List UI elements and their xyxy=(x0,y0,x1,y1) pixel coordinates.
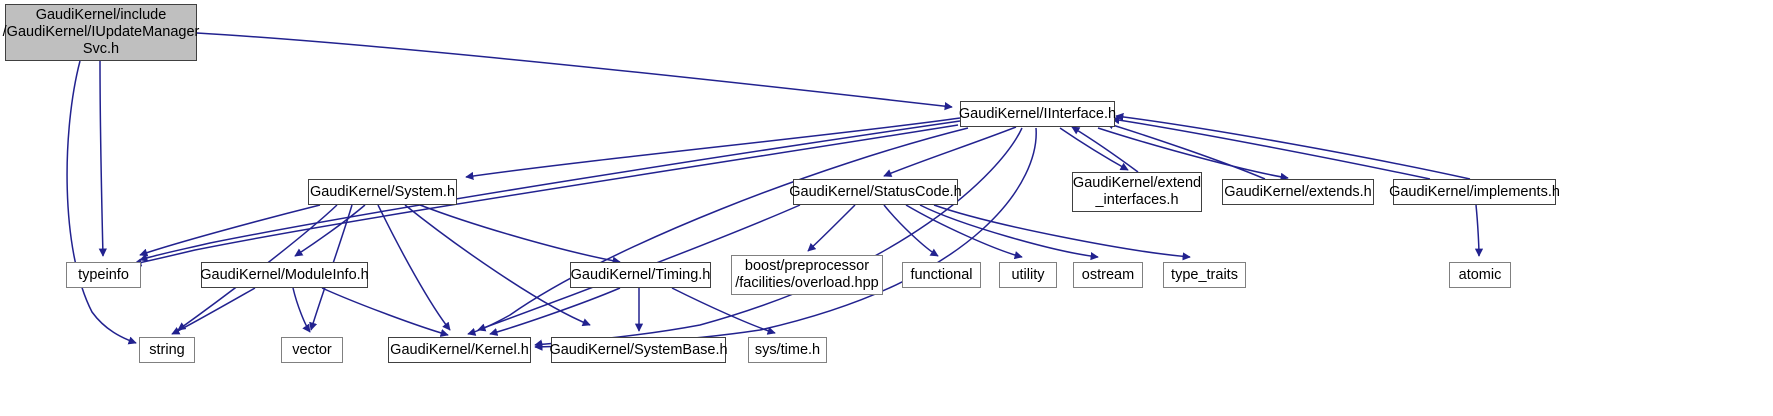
edge-iinterface-to-statuscode xyxy=(883,126,1017,177)
edge-iinterface-to-kernel xyxy=(534,127,1023,348)
graph-node-extends[interactable]: GaudiKernel/extends.h xyxy=(1222,179,1374,205)
graph-node-functional[interactable]: functional xyxy=(902,262,981,288)
edge-extends-to-iinterface xyxy=(1105,121,1266,180)
edge-system-to-kernel xyxy=(404,204,591,327)
graph-node-moduleinfo[interactable]: GaudiKernel/ModuleInfo.h xyxy=(200,262,369,288)
edge-moduleinfo-to-kernel xyxy=(321,287,449,337)
graph-node-extend_ifaces[interactable]: GaudiKernel/extend _interfaces.h xyxy=(1072,172,1202,212)
edge-statuscode-to-functional xyxy=(883,204,939,257)
edge-implements-to-iinterface xyxy=(1111,116,1431,180)
edge-statuscode-to-utility xyxy=(905,204,1023,260)
edge-iinterface-to-extend_ifaces xyxy=(1059,127,1129,171)
edge-implements-to-atomic xyxy=(1474,204,1484,257)
edge-root-to-string xyxy=(66,60,137,345)
edge-system-to-typeinfo xyxy=(139,204,321,257)
graph-node-timing[interactable]: GaudiKernel/Timing.h xyxy=(570,262,711,288)
edge-moduleinfo-to-string xyxy=(171,287,256,335)
edge-extend_ifaces-to-iinterface xyxy=(1071,126,1139,173)
graph-node-kernel[interactable]: GaudiKernel/Kernel.h xyxy=(388,337,531,363)
edge-system-to-kernel xyxy=(377,204,451,331)
edge-statuscode-to-boost_overload xyxy=(807,204,856,252)
graph-node-boost_overload[interactable]: boost/preprocessor /facilities/overload.… xyxy=(731,255,883,295)
graph-node-systime[interactable]: sys/time.h xyxy=(748,337,827,363)
edge-iinterface-to-kernel xyxy=(467,127,969,336)
graph-node-utility[interactable]: utility xyxy=(999,262,1057,288)
edge-root-to-iinterface xyxy=(196,32,953,111)
graph-node-system[interactable]: GaudiKernel/System.h xyxy=(308,179,457,205)
edge-iinterface-to-system xyxy=(465,117,961,181)
edge-root-to-typeinfo xyxy=(98,60,107,257)
edge-statuscode-to-ostream xyxy=(919,204,1099,261)
graph-node-iinterface[interactable]: GaudiKernel/IInterface.h xyxy=(959,101,1116,127)
graph-node-implements[interactable]: GaudiKernel/implements.h xyxy=(1389,179,1560,205)
graph-node-systembase[interactable]: GaudiKernel/SystemBase.h xyxy=(549,337,728,363)
edge-moduleinfo-to-vector xyxy=(292,287,311,333)
graph-node-statuscode[interactable]: GaudiKernel/StatusCode.h xyxy=(789,179,962,205)
graph-node-ostream[interactable]: ostream xyxy=(1073,262,1143,288)
edge-system-to-moduleinfo xyxy=(294,204,366,257)
graph-node-root[interactable]: GaudiKernel/include /GaudiKernel/IUpdate… xyxy=(3,4,199,61)
graph-node-vector[interactable]: vector xyxy=(281,337,343,363)
graph-node-atomic[interactable]: atomic xyxy=(1449,262,1511,288)
edge-timing-to-kernel xyxy=(489,287,621,336)
edge-iinterface-to-kernel xyxy=(534,127,1037,351)
graph-node-type_traits[interactable]: type_traits xyxy=(1163,262,1246,288)
edge-statuscode-to-type_traits xyxy=(933,204,1191,261)
graph-node-string[interactable]: string xyxy=(139,337,195,363)
graph-node-typeinfo[interactable]: typeinfo xyxy=(66,262,141,288)
edge-implements-to-iinterface xyxy=(1115,112,1471,180)
edge-iinterface-to-extends xyxy=(1097,127,1289,181)
edge-system-to-timing xyxy=(419,204,621,265)
